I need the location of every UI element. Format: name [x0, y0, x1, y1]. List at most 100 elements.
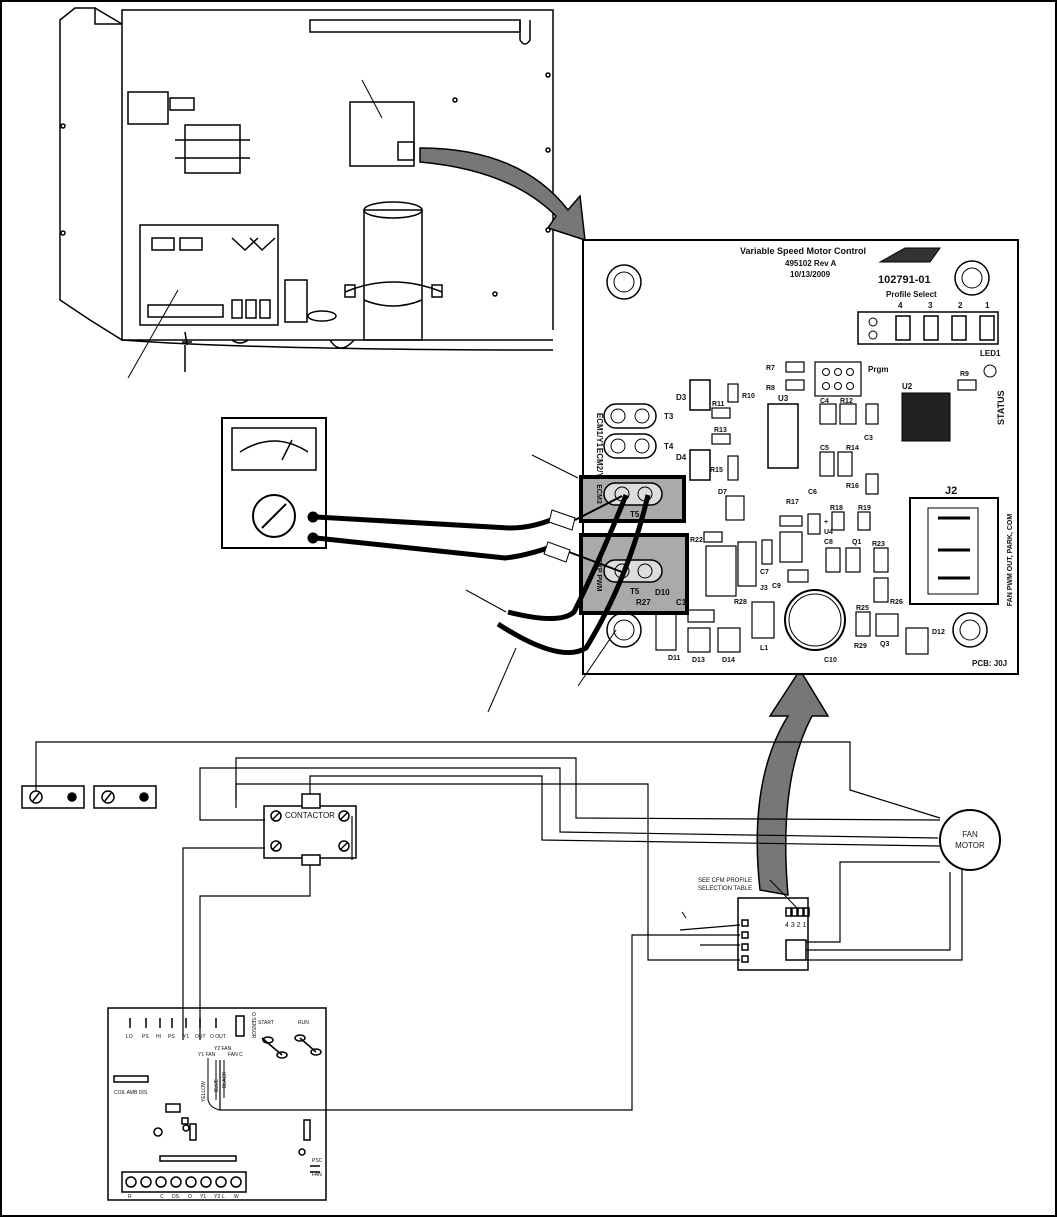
status-led	[983, 364, 997, 378]
term-ds-label: DS	[172, 1194, 180, 1200]
leader-line	[465, 589, 507, 613]
u2-chip	[901, 392, 951, 442]
probe-2	[543, 541, 571, 563]
term-w-label: W	[234, 1194, 239, 1200]
term-ps2-label: PS	[168, 1034, 175, 1040]
ecm2-label: ECM2/Y2	[595, 448, 604, 483]
ecm3-label: ECM3	[595, 484, 602, 504]
r11-label: R11	[712, 401, 725, 408]
l1-label: L1	[760, 645, 768, 652]
r28-label: R28	[734, 599, 747, 606]
psc-label: PSC	[312, 1158, 323, 1164]
control-wires	[207, 1058, 225, 1111]
r18-label: R18	[830, 505, 843, 512]
c7-label: C7	[760, 569, 769, 576]
term-hi-label: HI	[156, 1034, 161, 1040]
leader-line	[577, 629, 617, 687]
sensor-label: O SENSOR	[250, 1012, 256, 1039]
u2-label: U2	[902, 382, 913, 391]
pcb-label: PCB: J0J	[972, 659, 1007, 668]
d3-label: D3	[676, 393, 687, 402]
r13-label: R13	[714, 427, 727, 434]
profile-select-label: Profile Select	[886, 290, 937, 299]
coil-amb-label: COIL AMB DIS	[114, 1090, 148, 1096]
r8-label: R8	[766, 385, 775, 392]
fan-motor-label-1: FAN	[962, 830, 978, 839]
c8-label: C8	[824, 539, 833, 546]
status-label: STATUS	[996, 390, 1006, 425]
term-lo-label: LO	[126, 1034, 133, 1040]
vsmc-board: Variable Speed Motor Control 495102 Rev …	[579, 239, 1019, 675]
d12-label: D12	[932, 629, 945, 636]
t5-label-top: T5	[630, 510, 640, 519]
j3-label: J3	[760, 585, 768, 592]
t3-label: T3	[664, 412, 674, 421]
terminal-block-left	[21, 785, 157, 809]
unit-cabinet	[59, 7, 554, 372]
c10-label: C10	[824, 657, 837, 664]
probe-1	[548, 509, 576, 531]
d13-label: D13	[692, 657, 705, 664]
board-part-no: 495102 Rev A	[785, 259, 837, 268]
q1-label: Q1	[852, 539, 861, 546]
r27-label: R27	[636, 598, 651, 607]
profile-num-2: 2	[958, 301, 963, 310]
vsmc-board-small	[737, 897, 810, 971]
c3-label: C3	[864, 435, 873, 442]
led1-label: LED1	[980, 349, 1001, 358]
q3-label: Q3	[880, 641, 889, 648]
j2-side-label: FAN PWM OUT, PARK, COM	[1007, 514, 1014, 607]
fan-c-label: FAN C	[228, 1052, 243, 1058]
term-out-label: OUT	[195, 1034, 206, 1040]
term-y2-label: Y2	[214, 1194, 220, 1200]
start-label: START	[258, 1020, 274, 1026]
d7-label: D7	[718, 489, 727, 496]
run-label: RUN	[298, 1020, 309, 1026]
c4-label: C4	[820, 398, 829, 405]
ecm1-label: ECM1/Y1	[595, 413, 604, 448]
leader-line	[531, 454, 579, 479]
manufacturer-logo	[878, 247, 941, 263]
blue-wire-label: BLUE	[214, 1078, 220, 1092]
contactor	[263, 793, 357, 866]
t4-terminal	[603, 433, 657, 459]
ecm-wire-2	[496, 494, 651, 656]
c9-label: C9	[772, 583, 781, 590]
contactor-label: CONTACTOR	[285, 811, 335, 820]
r26-label: R26	[890, 599, 903, 606]
leader-line	[361, 79, 383, 119]
term-ps1-label: PS	[142, 1034, 149, 1040]
r23-label: R23	[872, 541, 885, 548]
r19-label: R19	[858, 505, 871, 512]
small-tick	[681, 911, 687, 919]
j2-connector	[909, 497, 999, 605]
r17-label: R17	[786, 499, 799, 506]
term-y1-label: Y1	[183, 1034, 189, 1040]
psc-fan-label: FAN	[312, 1172, 322, 1178]
term-l-label: L	[222, 1194, 225, 1200]
fan-motor-label-2: MOTOR	[955, 841, 985, 850]
term-c-label: C	[160, 1194, 164, 1200]
d4-label: D4	[676, 453, 687, 462]
u4-label: U4	[824, 529, 833, 536]
board-title: Variable Speed Motor Control	[740, 246, 866, 256]
t4-label: T4	[664, 442, 674, 451]
r14-label: R14	[846, 445, 859, 452]
cfm-note-2: SELECTION TABLE	[698, 886, 752, 892]
wiring-lines	[35, 741, 963, 1111]
r15-label: R15	[710, 467, 723, 474]
cfm-note-1: SEE CFM PROFILE	[698, 878, 752, 884]
c5-label: C5	[820, 445, 829, 452]
term-r-label: R	[128, 1194, 132, 1200]
multimeter	[221, 417, 327, 549]
zoom-arrow-bottom	[756, 668, 830, 896]
board-date: 10/13/2009	[790, 270, 831, 279]
meter-lead-2	[315, 535, 555, 561]
term-y1b-label: Y1	[200, 1194, 206, 1200]
ecm-wire-1	[507, 494, 629, 621]
r16-label: R16	[846, 483, 859, 490]
zoom-arrow-top	[419, 147, 586, 242]
yellow-wire-label: YELLOW	[201, 1081, 207, 1102]
profile-num-3: 3	[928, 301, 933, 310]
plus-label: +	[824, 519, 828, 526]
